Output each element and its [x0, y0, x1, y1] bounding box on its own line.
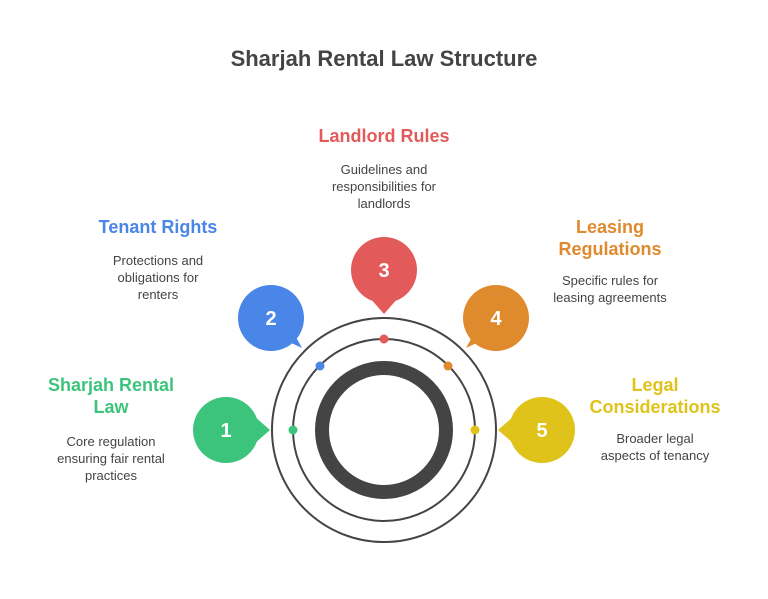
node-1-desc-line3: practices	[84, 468, 138, 483]
node-2-label: Tenant Rights	[78, 216, 238, 238]
node-4-number: 4	[490, 308, 502, 330]
node-1-bubble: 1	[193, 397, 270, 463]
node-5-label-line2: Considerations	[589, 397, 721, 417]
node-1-label: Sharjah Rental Law	[36, 374, 186, 418]
outer-ring	[271, 317, 497, 543]
node-1-desc-line1: Core regulation	[66, 434, 156, 449]
page-title: Sharjah Rental Law Structure	[230, 46, 538, 71]
node-3-desc-line1: Guidelines and	[340, 162, 428, 177]
node-3-desc-line3: landlords	[357, 196, 411, 211]
node-1-desc-line2: ensuring fair rental	[57, 451, 165, 466]
node-4-desc-line2: leasing agreements	[553, 290, 667, 305]
node-2-bubble: 2	[238, 285, 304, 351]
node-2-desc: Protections and obligations for renters	[78, 252, 238, 303]
node-5-number: 5	[536, 420, 547, 442]
node-4-label-line2: Regulations	[558, 239, 662, 259]
node-1-number: 1	[220, 420, 231, 442]
connector-dot-1	[288, 425, 298, 435]
node-3-number: 3	[378, 260, 389, 282]
node-5-bubble: 5	[498, 397, 575, 463]
node-1-label-line2: Law	[93, 397, 129, 417]
connector-dot-3	[379, 334, 389, 344]
node-2-desc-line2: obligations for	[117, 270, 199, 285]
connector-dot-5	[470, 425, 480, 435]
node-4-desc: Specific rules for leasing agreements	[530, 272, 690, 306]
node-5-label-line1: Legal	[631, 375, 679, 395]
node-5-label: Legal Considerations	[580, 374, 730, 418]
connector-dot-4	[443, 361, 453, 371]
node-4-desc-line1: Specific rules for	[561, 273, 659, 288]
node-2-desc-line1: Protections and	[112, 253, 204, 268]
node-5-desc: Broader legal aspects of tenancy	[580, 430, 730, 464]
node-3-label: Landlord Rules	[294, 125, 474, 147]
node-2-label-line1: Tenant Rights	[98, 217, 218, 237]
node-5-desc-line2: aspects of tenancy	[600, 448, 710, 463]
inner-ring	[315, 361, 453, 499]
node-3-label-line1: Landlord Rules	[318, 126, 450, 146]
node-2-desc-line3: renters	[137, 287, 179, 302]
node-3-desc: Guidelines and responsibilities for land…	[294, 161, 474, 212]
node-3-desc-line2: responsibilities for	[331, 179, 437, 194]
node-4-label-line1: Leasing	[575, 217, 645, 237]
node-3-bubble: 3	[351, 237, 417, 314]
node-4-label: Leasing Regulations	[530, 216, 690, 260]
node-5-desc-line1: Broader legal	[616, 431, 694, 446]
node-1-label-line1: Sharjah Rental	[47, 375, 175, 395]
node-2-number: 2	[265, 308, 276, 330]
node-4-bubble: 4	[463, 285, 529, 351]
connector-dot-2	[315, 361, 325, 371]
node-1-desc: Core regulation ensuring fair rental pra…	[36, 433, 186, 484]
